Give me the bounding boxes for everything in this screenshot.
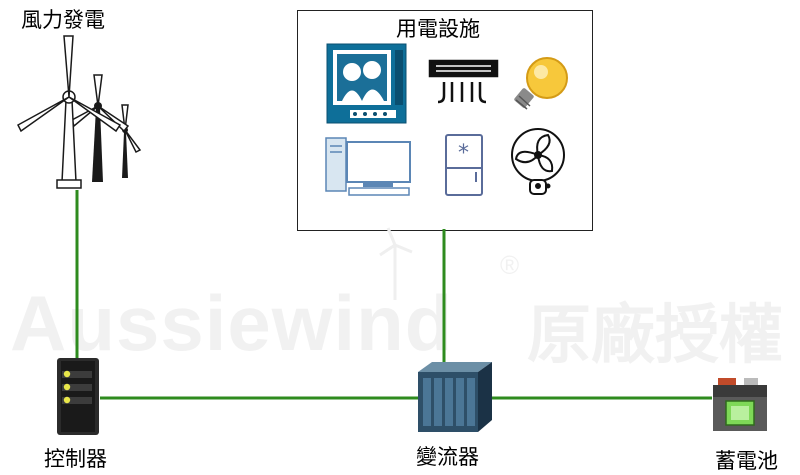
watermark-turbine-icon	[379, 227, 413, 300]
inverter-label: 變流器	[416, 445, 479, 469]
inverter-icon	[418, 362, 492, 432]
wires	[75, 190, 712, 400]
tv-icon	[326, 43, 407, 124]
battery-label: 蓄電池	[715, 449, 778, 473]
controller-icon	[57, 358, 99, 435]
light-bulb-icon	[514, 57, 568, 110]
controller-label: 控制器	[44, 447, 107, 471]
computer-icon	[325, 137, 411, 196]
air-conditioner-icon	[428, 59, 499, 104]
wind-turbine-icon	[17, 35, 142, 189]
wind-power-label: 風力發電	[21, 8, 105, 32]
watermark-registered-mark: ®	[500, 250, 520, 280]
battery-icon	[713, 378, 767, 431]
svg-text:*: *	[458, 141, 469, 166]
appliances-label: 用電設施	[396, 17, 480, 41]
refrigerator-icon: *	[445, 134, 483, 196]
watermark-brand: Aussiewind	[10, 279, 454, 367]
watermark-suffix: 原廠授權	[527, 299, 783, 373]
fan-icon	[511, 128, 565, 195]
